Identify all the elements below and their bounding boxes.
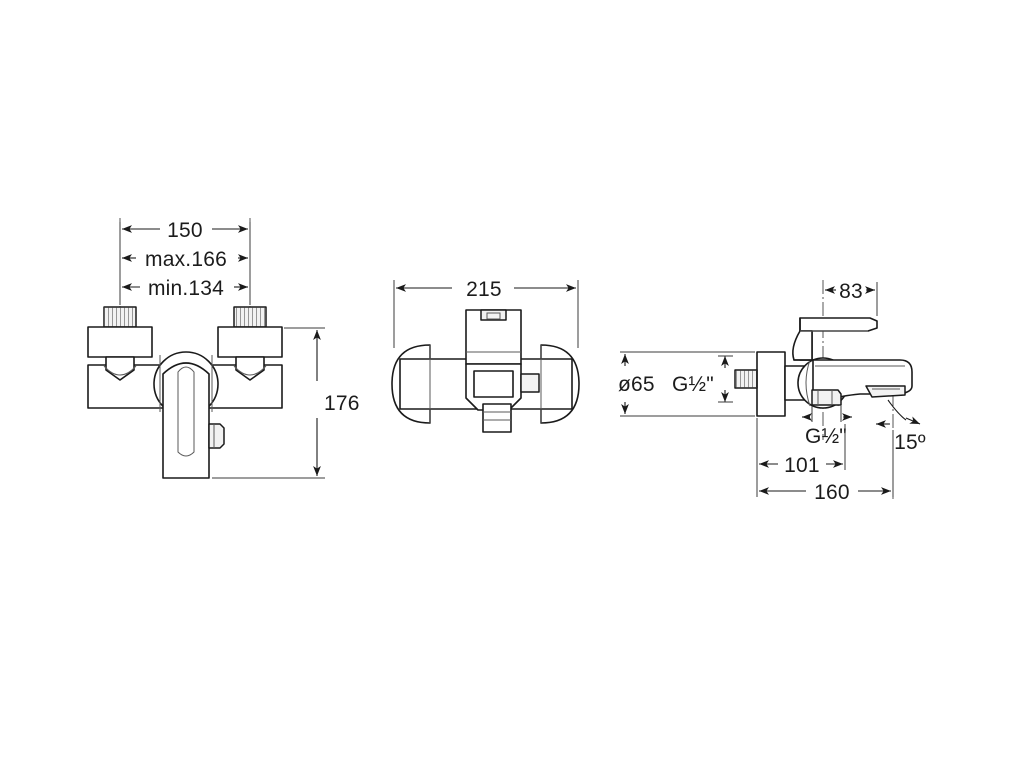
angle-callout-15: 15º <box>876 399 926 454</box>
dim166-label: max.166 <box>145 248 227 271</box>
side-inlet-thread-hatch <box>735 370 757 388</box>
side-wall-flange <box>756 351 786 417</box>
top-view: 215 <box>391 278 580 433</box>
front-right-escutcheon-flange <box>217 326 283 358</box>
dimension-176: 176 <box>212 327 360 479</box>
top-bottom-spigot <box>482 403 512 433</box>
dimension-max166: max.166 <box>119 248 251 271</box>
top-diverter-side-nub <box>520 373 540 393</box>
a15-arrow-right <box>905 416 921 425</box>
dimension-diameter-65: ø65 <box>618 351 755 417</box>
top-lever-cap-inner <box>486 312 501 320</box>
front-diverter-knob <box>208 423 225 449</box>
dim134-label: min.134 <box>148 277 224 300</box>
dim101-label: 101 <box>784 454 820 477</box>
dimension-101: 101 <box>756 418 846 497</box>
side-lever-handle <box>799 317 878 332</box>
front-right-thread-hatch <box>234 307 266 327</box>
front-view: 150 max.166 min.134 176 <box>87 218 360 479</box>
dimension-83: 83 <box>825 280 878 316</box>
dimension-215: 215 <box>393 278 579 348</box>
front-lever-inner-groove <box>177 366 195 457</box>
thread-callout-outlet: G½" <box>802 406 852 448</box>
dim176-label: 176 <box>324 392 360 415</box>
dim150-label: 150 <box>167 219 203 242</box>
side-shower-outlet <box>811 389 842 406</box>
front-left-escutcheon-flange <box>87 326 153 358</box>
side-spout-aerator <box>865 385 906 398</box>
side-view: 83 ø65 G½" G½" <box>618 280 926 504</box>
dim83-label: 83 <box>839 280 863 303</box>
dim215-label: 215 <box>466 278 502 301</box>
a15-label: 15º <box>894 431 926 454</box>
gthread-inlet-label: G½" <box>672 373 714 396</box>
a15-leader <box>887 399 907 421</box>
front-left-thread-hatch <box>104 307 136 327</box>
front-right-inlet <box>217 306 283 381</box>
front-left-cone-shade <box>103 365 137 376</box>
dim160-label: 160 <box>814 481 850 504</box>
dimension-min134: min.134 <box>119 277 251 300</box>
dimension-160: 160 <box>759 430 894 504</box>
thread-callout-inlet: G½" <box>672 355 733 403</box>
gthread-outlet-label: G½" <box>805 425 847 448</box>
dim65-label: ø65 <box>618 373 655 396</box>
top-diverter-inner <box>473 370 514 398</box>
side-hub-shade-left <box>805 359 811 407</box>
front-left-inlet <box>87 306 153 381</box>
front-lever-handle <box>162 362 210 479</box>
front-right-cone-shade <box>233 365 267 376</box>
